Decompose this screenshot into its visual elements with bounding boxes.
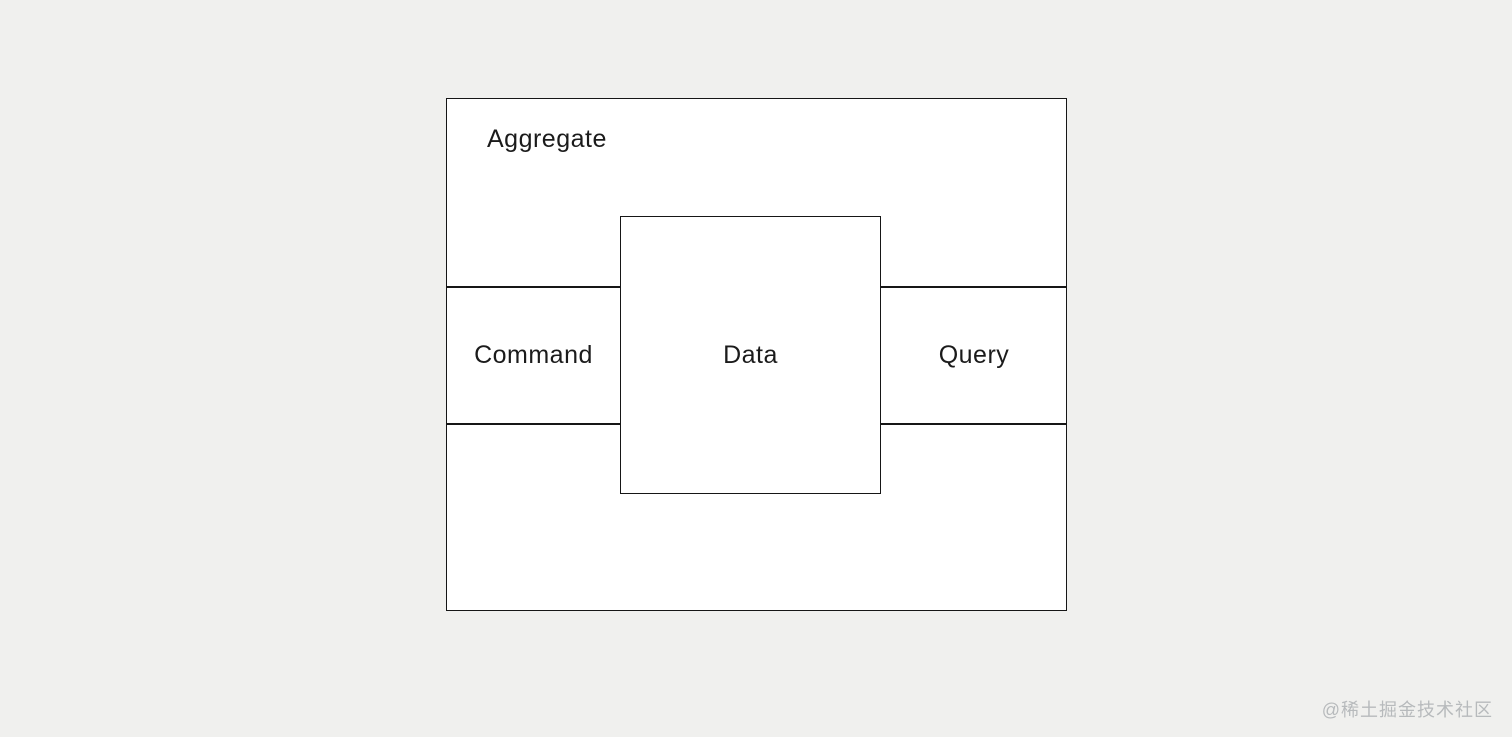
aggregate-label: Aggregate [487, 125, 607, 153]
data-box [620, 216, 881, 494]
data-label: Data [723, 341, 778, 369]
watermark: @稀土掘金技术社区 [1321, 700, 1493, 720]
command-label: Command [474, 341, 593, 369]
query-label: Query [938, 341, 1010, 369]
